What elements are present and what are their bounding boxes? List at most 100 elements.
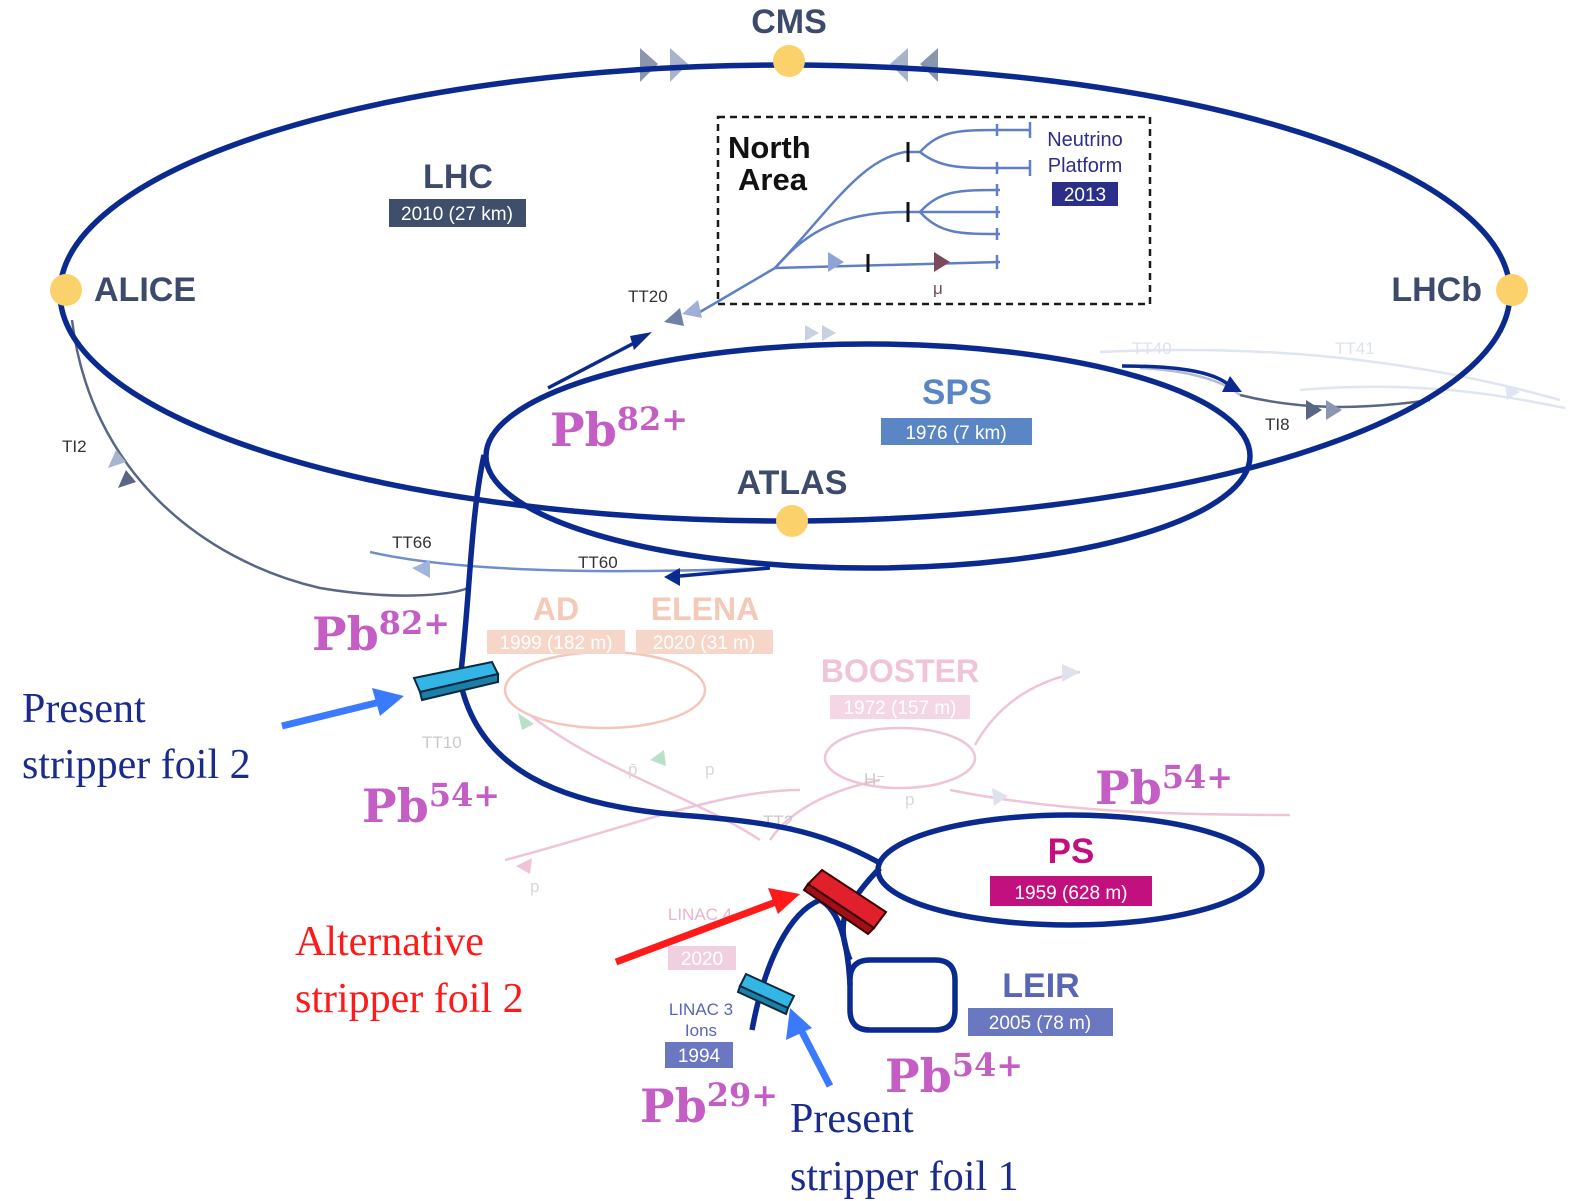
- neutrino-label-1: Neutrino: [1047, 129, 1123, 151]
- leir-name: LEIR: [1002, 967, 1079, 1005]
- foil2-arrow-head: [372, 688, 404, 716]
- lhc-name: LHC: [423, 158, 493, 196]
- cms-marker: [773, 45, 805, 77]
- pb54-ps-label: Pb54+: [1095, 758, 1233, 815]
- linac4-badge: [668, 946, 736, 970]
- sps-to-tt20-line: [547, 338, 641, 390]
- linac3-year: 1994: [678, 1046, 721, 1067]
- elena-name: ELENA: [651, 591, 759, 627]
- tt20-arrow-2: [682, 300, 702, 318]
- leir-ring: [847, 957, 958, 1033]
- lhcb-label: LHCb: [1391, 271, 1482, 309]
- tt40-label: TT40: [1132, 339, 1172, 358]
- sps-year: 1976 (7 km): [905, 423, 1006, 444]
- north-area-box: [716, 115, 1152, 306]
- ad-year: 1999 (182 m): [499, 633, 612, 654]
- foil-annotations: Present stripper foil 2 Alternative stri…: [22, 686, 1019, 1200]
- booster-year: 1972 (157 m): [843, 698, 956, 719]
- ti8-arrowhead: [1222, 376, 1242, 392]
- stripper-foils: [412, 660, 888, 1016]
- foil1-arrow-head: [786, 1008, 812, 1040]
- neutrino-year: 2013: [1064, 185, 1106, 206]
- linac3-line: [749, 896, 853, 1031]
- tt10-line: [457, 454, 880, 865]
- transfer-line-arrows: [108, 400, 1342, 578]
- pb54-leir-label: Pb54+: [885, 1046, 1023, 1103]
- p-label-3: p: [905, 790, 914, 809]
- linac4-year: 2020: [681, 949, 723, 970]
- pbar-label: p̄: [628, 760, 637, 779]
- tt20-arrow-1: [664, 308, 684, 326]
- accelerator-labels: LHC 2010 (27 km) SPS 1976 (7 km) PS 1959…: [389, 158, 1152, 1068]
- foil1-annotation-line2: stripper foil 1: [790, 1154, 1019, 1200]
- leir-badge: [968, 1008, 1113, 1036]
- tt60-arrowhead: [664, 568, 680, 586]
- faded-labels: AD 1999 (182 m) ELENA 2020 (31 m) BOOSTE…: [422, 339, 1375, 970]
- mu-label: μ: [933, 279, 943, 298]
- alt-foil-annotation-line1: Alternative: [295, 919, 484, 965]
- pb29-label: Pb29+: [640, 1076, 778, 1133]
- leir-year: 2005 (78 m): [989, 1013, 1091, 1034]
- ti2-label: TI2: [62, 437, 87, 456]
- transfer-line-labels: TI2 TT66 TT60 TI8: [62, 415, 1290, 572]
- ps-name: PS: [1048, 832, 1095, 871]
- alt-foil-arrow-head: [768, 888, 800, 914]
- sps-badge: [881, 418, 1032, 445]
- alternative-stripper-foil-2: [802, 868, 888, 936]
- neutrino-badge: [1052, 182, 1118, 206]
- linac4-name: LINAC 4: [668, 905, 732, 924]
- north-area-label-2: Area: [738, 162, 808, 197]
- hminus-label: H⁻: [864, 770, 885, 789]
- mu-arrow: [934, 252, 950, 272]
- highlighted-rings: [57, 62, 1513, 1033]
- faded-arrowheads: [516, 325, 1520, 874]
- highlighted-arrowheads: [630, 332, 1242, 586]
- tt20-label: TT20: [628, 287, 668, 306]
- tt41-label: TT41: [1335, 339, 1375, 358]
- sps-name: SPS: [922, 373, 992, 412]
- north-area-arrow: [828, 252, 844, 272]
- tt10-label: TT10: [422, 733, 462, 752]
- lhcb-marker: [1496, 274, 1528, 306]
- lhc-badge: [389, 199, 526, 227]
- atlas-label: ATLAS: [737, 464, 848, 502]
- tt60-label: TT60: [578, 553, 618, 572]
- north-area-end-caps: [995, 122, 1032, 269]
- atlas-marker: [776, 505, 808, 537]
- p-label-2: p: [530, 877, 539, 896]
- p-label-1: p: [705, 760, 714, 779]
- ad-badge: [487, 630, 625, 654]
- tt60-line: [679, 566, 771, 578]
- north-area-label-1: North: [728, 130, 811, 165]
- alice-marker: [50, 274, 82, 306]
- north-area-beamlines: [699, 128, 1030, 314]
- ps-badge: [990, 876, 1152, 906]
- cms-label: CMS: [751, 3, 827, 41]
- experiments: CMS ALICE LHCb ATLAS: [50, 3, 1528, 537]
- foil1-annotation-line1: Present: [790, 1096, 914, 1142]
- annotation-arrows: [281, 688, 834, 1088]
- faded-beamlines: [503, 348, 1566, 862]
- ion-labels: Pb82+ Pb82+ Pb54+ Pb54+ Pb54+ Pb29+: [312, 400, 1233, 1133]
- neutrino-label-2: Platform: [1048, 155, 1122, 177]
- north-area-ticks: [866, 142, 910, 272]
- alt-foil-annotation-line2: stripper foil 2: [295, 976, 524, 1022]
- booster-name: BOOSTER: [821, 653, 979, 689]
- linac3-label-1: LINAC 3: [669, 1000, 733, 1019]
- foil2-annotation-line1: Present: [22, 686, 146, 732]
- present-stripper-foil-2: [412, 660, 500, 702]
- ad-name: AD: [533, 591, 579, 627]
- foil2-annotation-line2: stripper foil 2: [22, 742, 251, 788]
- sps-to-ti8-line: [1121, 364, 1232, 388]
- north-area: North Area μ: [699, 115, 1152, 314]
- foil1-arrow-line: [796, 1026, 834, 1088]
- pb82-foil-label: Pb82+: [312, 604, 450, 661]
- tt66-label: TT66: [392, 533, 432, 552]
- alt-foil-arrow-line: [614, 898, 778, 966]
- lhc-year: 2010 (27 km): [401, 204, 513, 225]
- present-stripper-foil-1: [736, 972, 796, 1016]
- alice-label: ALICE: [94, 271, 196, 309]
- elena-badge: [636, 630, 773, 654]
- linac3-badge: [665, 1042, 733, 1068]
